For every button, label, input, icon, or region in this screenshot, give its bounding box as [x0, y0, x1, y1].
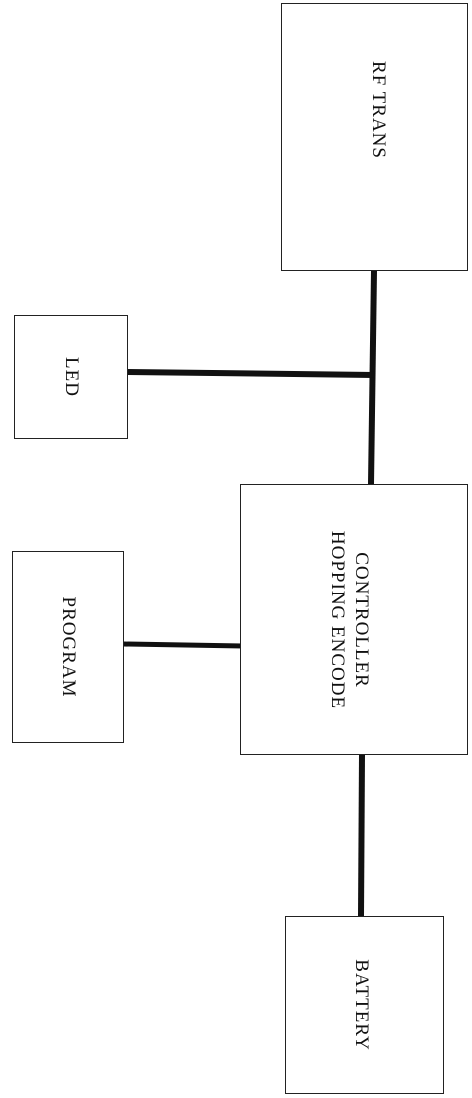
- controller-block: CONTROLLER HOPPING ENCODE: [240, 484, 468, 755]
- battery-block: BATTERY: [285, 916, 444, 1094]
- rf-trans-block: RF TRANS: [281, 3, 468, 271]
- led-label: LED: [60, 357, 82, 397]
- controller-label-line2: HOPPING ENCODE: [327, 530, 349, 709]
- led-branch-line: [127, 369, 375, 378]
- rf-trans-label: RF TRANS: [368, 61, 390, 160]
- led-block: LED: [14, 315, 128, 439]
- program-to-controller-line: [123, 641, 244, 649]
- battery-label: BATTERY: [351, 959, 373, 1051]
- program-block: PROGRAM: [12, 551, 124, 743]
- controller-to-battery-line: [358, 754, 365, 917]
- controller-label-line1: CONTROLLER: [351, 551, 373, 688]
- program-label: PROGRAM: [57, 596, 79, 698]
